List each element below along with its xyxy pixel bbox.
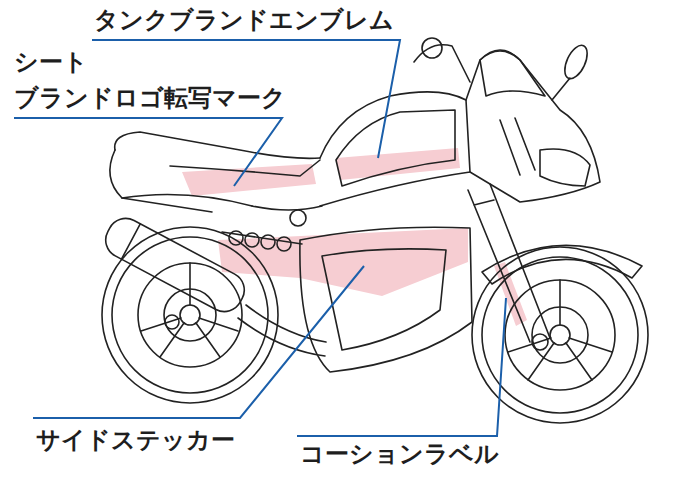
caution-label: コーションラベル — [300, 438, 560, 470]
seat-logo-label: シート ブランドロゴ転写マーク — [14, 44, 314, 116]
tank-emblem-label: タンクブランドエンブレム — [94, 4, 424, 36]
leader-lines — [14, 40, 506, 436]
side-sticker-label: サイドステッカー — [36, 424, 296, 456]
